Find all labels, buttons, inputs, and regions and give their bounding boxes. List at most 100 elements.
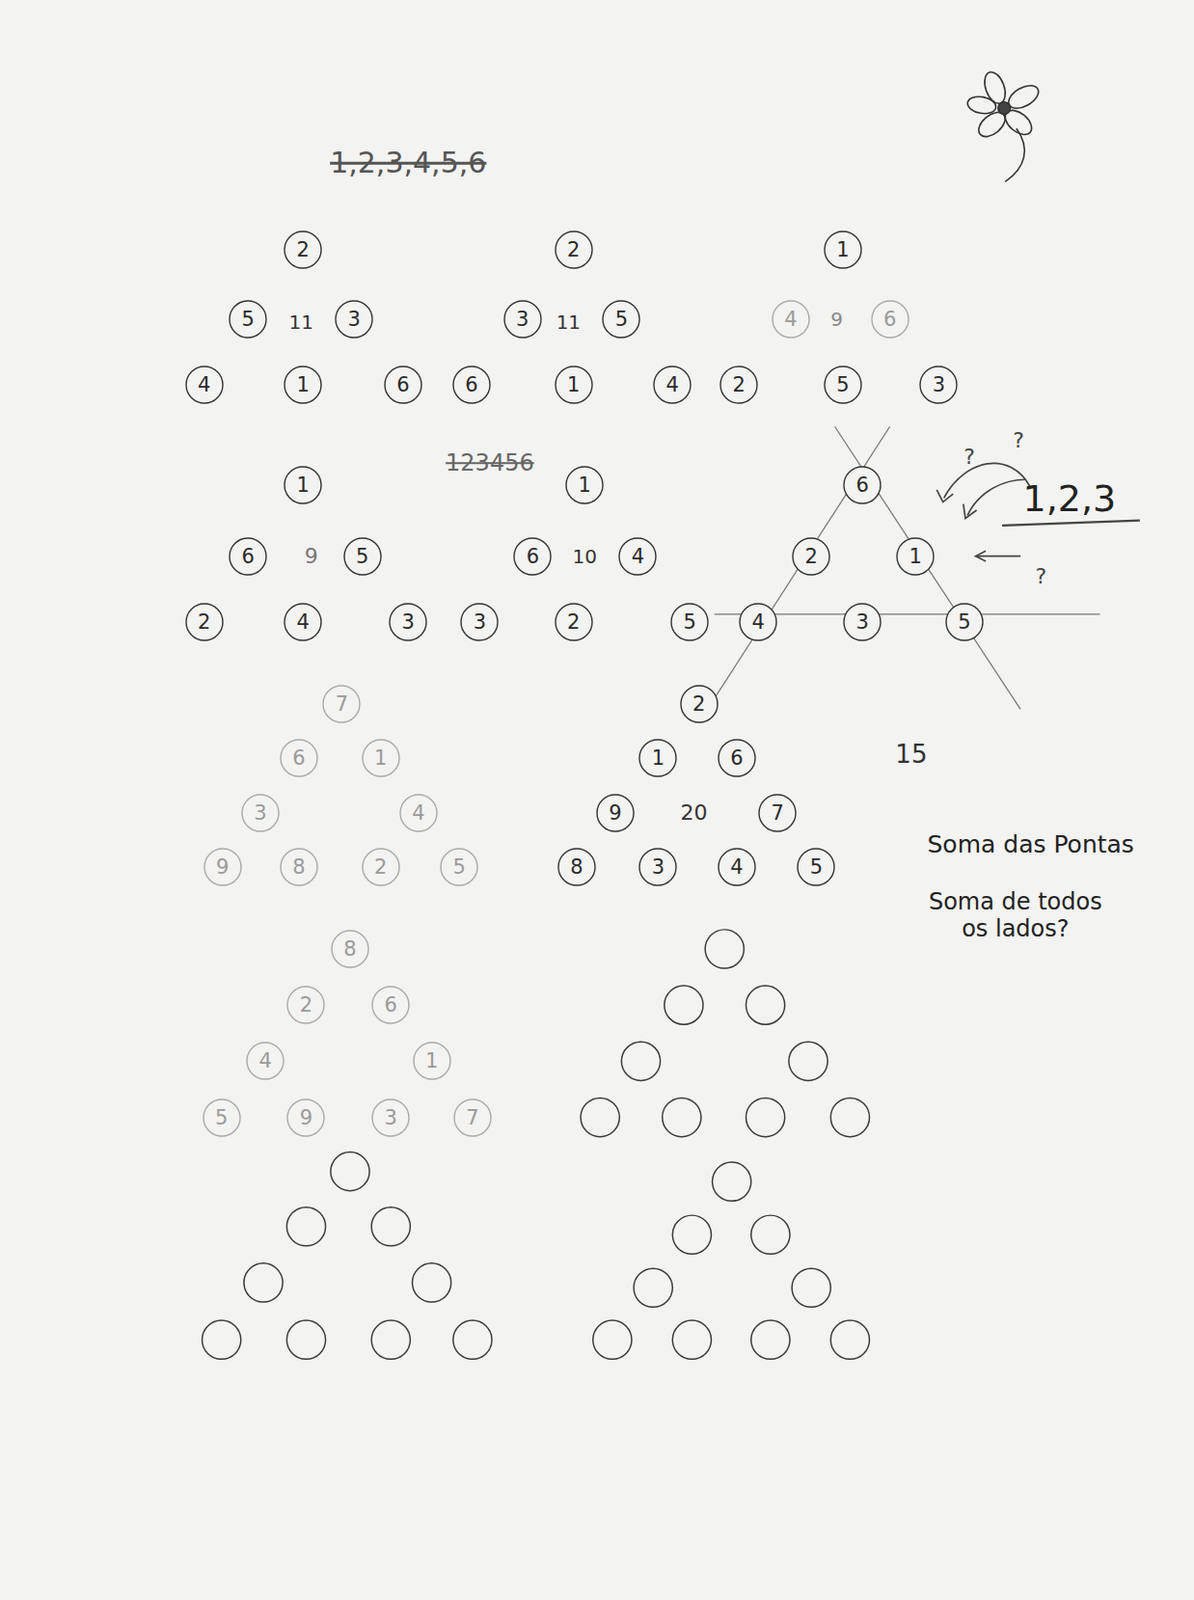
number-circle: 2 [791,537,831,576]
number-circle: 6 [513,537,552,576]
number-circle: 9 [286,1098,326,1138]
number-circle: 2 [554,602,594,642]
circle-number: 4 [245,1041,285,1081]
number-circle: 6 [452,365,491,405]
number-circle: 3 [638,847,678,887]
number-circle: 3 [842,602,882,642]
number-circle: 6 [371,985,410,1025]
circle-number: 1 [554,365,594,405]
circle-number: 3 [919,365,958,405]
flower-doodle [966,69,1043,183]
number-circle: 4 [738,602,778,642]
number-circle: 5 [601,299,641,339]
number-circle: 7 [758,793,797,833]
circle-number: 6 [842,465,882,505]
circle-number: 4 [717,847,757,887]
handwritten-note: ? [1012,428,1025,453]
handwritten-note: 10 [572,544,597,568]
number-circle: 4 [652,365,692,405]
circle-number: 6 [228,537,268,576]
number-circle: 6 [717,738,757,778]
circle-number: 7 [453,1098,492,1138]
circle-number: 2 [679,684,719,724]
circle-number: 2 [361,847,401,887]
circle-number: 6 [452,365,491,405]
circle-number: 4 [618,537,657,576]
circle-number: 7 [322,684,361,724]
circle-number: 5 [228,299,268,339]
circle-number: 2 [185,602,224,642]
circle-number: 5 [439,847,479,887]
circle-number: 4 [652,365,692,405]
circle-number: 6 [513,537,552,576]
circle-number: 6 [371,985,410,1025]
number-circle: 2 [679,684,719,724]
number-circle: 1 [554,365,594,405]
circle-number: 1 [283,365,323,405]
handwritten-note: 15 [895,740,927,770]
number-circle: 4 [283,602,323,642]
number-circle: 2 [719,365,759,405]
number-circle: 2 [554,230,594,270]
number-circle: 3 [388,602,428,642]
number-circle: 6 [383,365,423,405]
number-circle: 2 [286,985,326,1025]
circle-number: 5 [945,602,984,642]
number-circle: 8 [557,847,597,887]
circle-number: 3 [842,602,882,642]
circle-number: 2 [554,230,594,270]
number-circle: 2 [361,847,401,887]
struck-note: 123456 [445,451,535,479]
circle-number: 2 [283,230,323,270]
number-circle: 7 [322,684,361,724]
circle-number: 7 [758,793,797,833]
number-circle: 1 [638,738,678,778]
number-circle: 5 [228,299,268,339]
circle-number: 5 [202,1098,242,1138]
handwritten-note: 9 [304,543,319,569]
circle-number: 5 [670,602,709,642]
circle-number: 5 [823,365,863,405]
circle-number: 2 [286,985,326,1025]
number-circle: 2 [185,602,224,642]
circle-number: 8 [279,847,319,887]
handwritten-note: 20 [680,801,708,826]
number-circle: 3 [503,299,543,339]
handwritten-note: 11 [556,311,581,334]
circle-number: 2 [791,537,831,576]
circle-number: 3 [388,602,428,642]
circle-number: 3 [460,602,499,642]
circle-number: 4 [771,299,811,339]
circle-number: 1 [361,738,401,778]
circle-number: 1 [283,465,323,505]
circle-number: 5 [343,537,382,576]
number-circle: 9 [596,793,635,833]
circle-number: 1 [565,465,604,505]
circle-number: 5 [601,299,641,339]
circle-number: 5 [796,847,836,887]
number-circle: 4 [771,299,811,339]
number-circle: 4 [717,847,757,887]
number-circle: 4 [185,365,224,405]
number-circle: 5 [670,602,709,642]
number-circle: 1 [412,1041,452,1081]
empty-circles [202,929,870,1359]
number-circle: 4 [399,793,438,833]
number-circle: 4 [245,1041,285,1081]
number-circle: 5 [945,602,984,642]
circle-number: 8 [330,929,370,969]
crossing-lines [704,426,1101,714]
circle-number: 9 [596,793,635,833]
number-circle: 5 [202,1098,242,1138]
circle-number: 2 [719,365,759,405]
number-circle: 5 [796,847,836,887]
circle-number: 4 [283,602,323,642]
arrows [936,462,1140,562]
circle-number: 3 [503,299,543,339]
number-circle: 6 [870,299,910,339]
circle-number: 4 [399,793,438,833]
circle-number: 3 [371,1098,410,1138]
circle-number: 6 [717,738,757,778]
circle-number: 6 [383,365,423,405]
circle-number: 4 [738,602,778,642]
